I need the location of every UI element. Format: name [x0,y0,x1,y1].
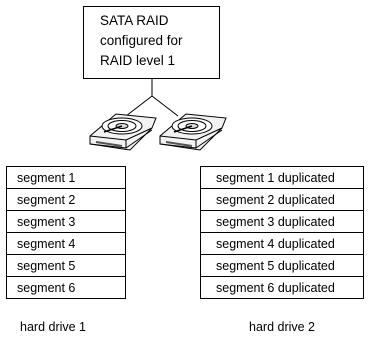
segment-cell: segment 4 duplicated [200,232,364,255]
table-row: segment 2 duplicated [200,188,364,211]
connector-lines [125,79,179,117]
table-row: segment 6 duplicated [200,276,364,299]
segment-cell: segment 5 [6,254,126,277]
segment-cell: segment 4 [6,232,126,255]
segment-cell: segment 3 duplicated [200,210,364,233]
raid-config-line-2: configured for [100,33,183,48]
drive-1-segment-table: segment 1 segment 2 segment 3 segment 4 … [6,166,126,299]
table-row: segment 3 duplicated [200,210,364,233]
segment-cell: segment 2 [6,188,126,211]
table-row: segment 1 [6,166,126,189]
hard-drive-icon [89,113,157,151]
segment-cell: segment 6 [6,276,126,299]
raid-config-line-3: RAID level 1 [100,53,176,68]
table-row: segment 1 duplicated [200,166,364,189]
segment-cell: segment 2 duplicated [200,188,364,211]
drive-1-label: hard drive 1 [20,320,87,334]
segment-cell: segment 1 [6,166,126,189]
table-row: segment 5 duplicated [200,254,364,277]
table-row: segment 4 [6,232,126,255]
hard-drive-icon [159,113,227,151]
table-row: segment 2 [6,188,126,211]
segment-cell: segment 5 duplicated [200,254,364,277]
drive-2-segment-table: segment 1 duplicated segment 2 duplicate… [200,166,364,299]
table-row: segment 6 [6,276,126,299]
segment-cell: segment 6 duplicated [200,276,364,299]
table-row: segment 4 duplicated [200,232,364,255]
raid-config-line-1: SATA RAID [100,13,169,28]
table-row: segment 3 [6,210,126,233]
segment-cell: segment 3 [6,210,126,233]
table-row: segment 5 [6,254,126,277]
segment-cell: segment 1 duplicated [200,166,364,189]
raid-config-box: SATA RAID configured for RAID level 1 [83,6,220,79]
drive-2-label: hard drive 2 [249,320,316,334]
